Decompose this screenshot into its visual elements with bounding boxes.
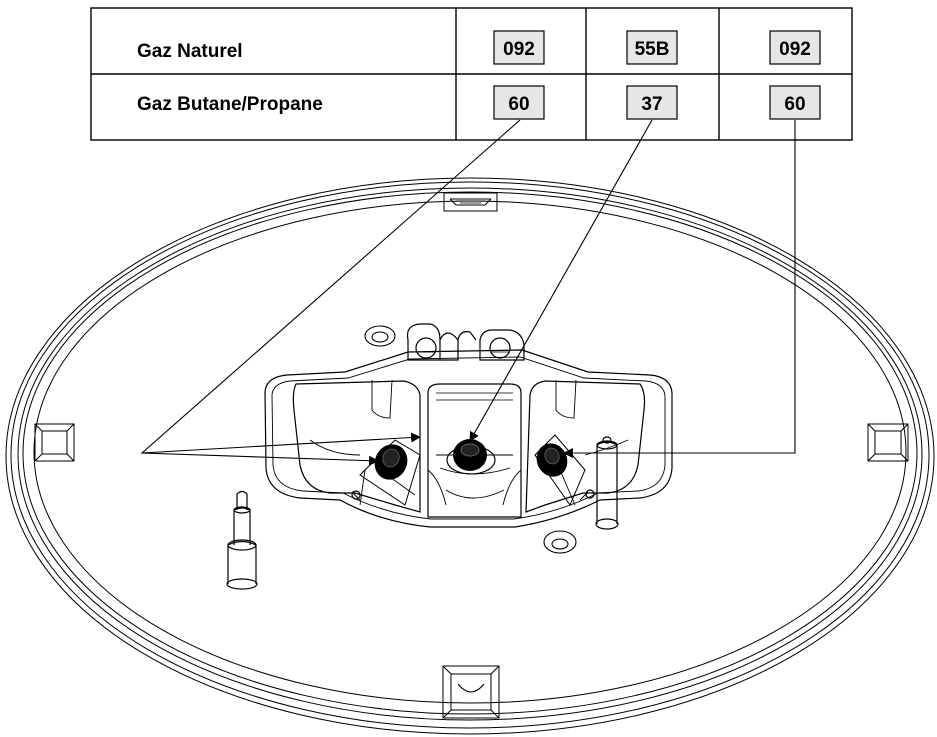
leader-line-left-upper [141, 432, 421, 454]
code-box [626, 30, 678, 65]
injector-center [446, 439, 496, 475]
injector-left [359, 439, 421, 506]
code-box [493, 85, 545, 120]
leader-lines [140, 119, 796, 466]
row-label-natural-gas: Gaz Naturel [137, 41, 243, 62]
code-lpg-center: 37 [641, 94, 662, 115]
injector-right [534, 434, 586, 507]
burner-base [264, 349, 673, 528]
leader-line-left [140, 119, 521, 466]
mounting-hole-top [364, 325, 396, 347]
rim-notch-bottom [442, 665, 500, 719]
leader-line-center [469, 119, 653, 442]
code-box [769, 30, 821, 65]
injector-table: Gaz Naturel 092 55B 092 Gaz Butane/Propa… [90, 7, 853, 141]
ignition-clips [406, 323, 525, 361]
rim-notch-top [443, 192, 498, 212]
mounting-hole-bottom [543, 530, 577, 554]
rim-notch-right [867, 423, 909, 462]
code-box [769, 85, 821, 120]
leader-line-right [563, 120, 796, 458]
rim-notch-left [34, 423, 75, 462]
code-box [626, 85, 678, 120]
code-natural-right: 092 [779, 39, 811, 60]
ignition-electrode [226, 490, 258, 590]
code-box [493, 30, 545, 65]
code-lpg-left: 60 [508, 94, 529, 115]
hob-plate [5, 177, 935, 735]
thermocouple-pin [595, 436, 619, 530]
code-natural-center: 55B [635, 39, 670, 60]
code-lpg-right: 60 [784, 94, 805, 115]
code-natural-left: 092 [503, 39, 535, 60]
row-label-butane-propane: Gaz Butane/Propane [137, 94, 323, 115]
